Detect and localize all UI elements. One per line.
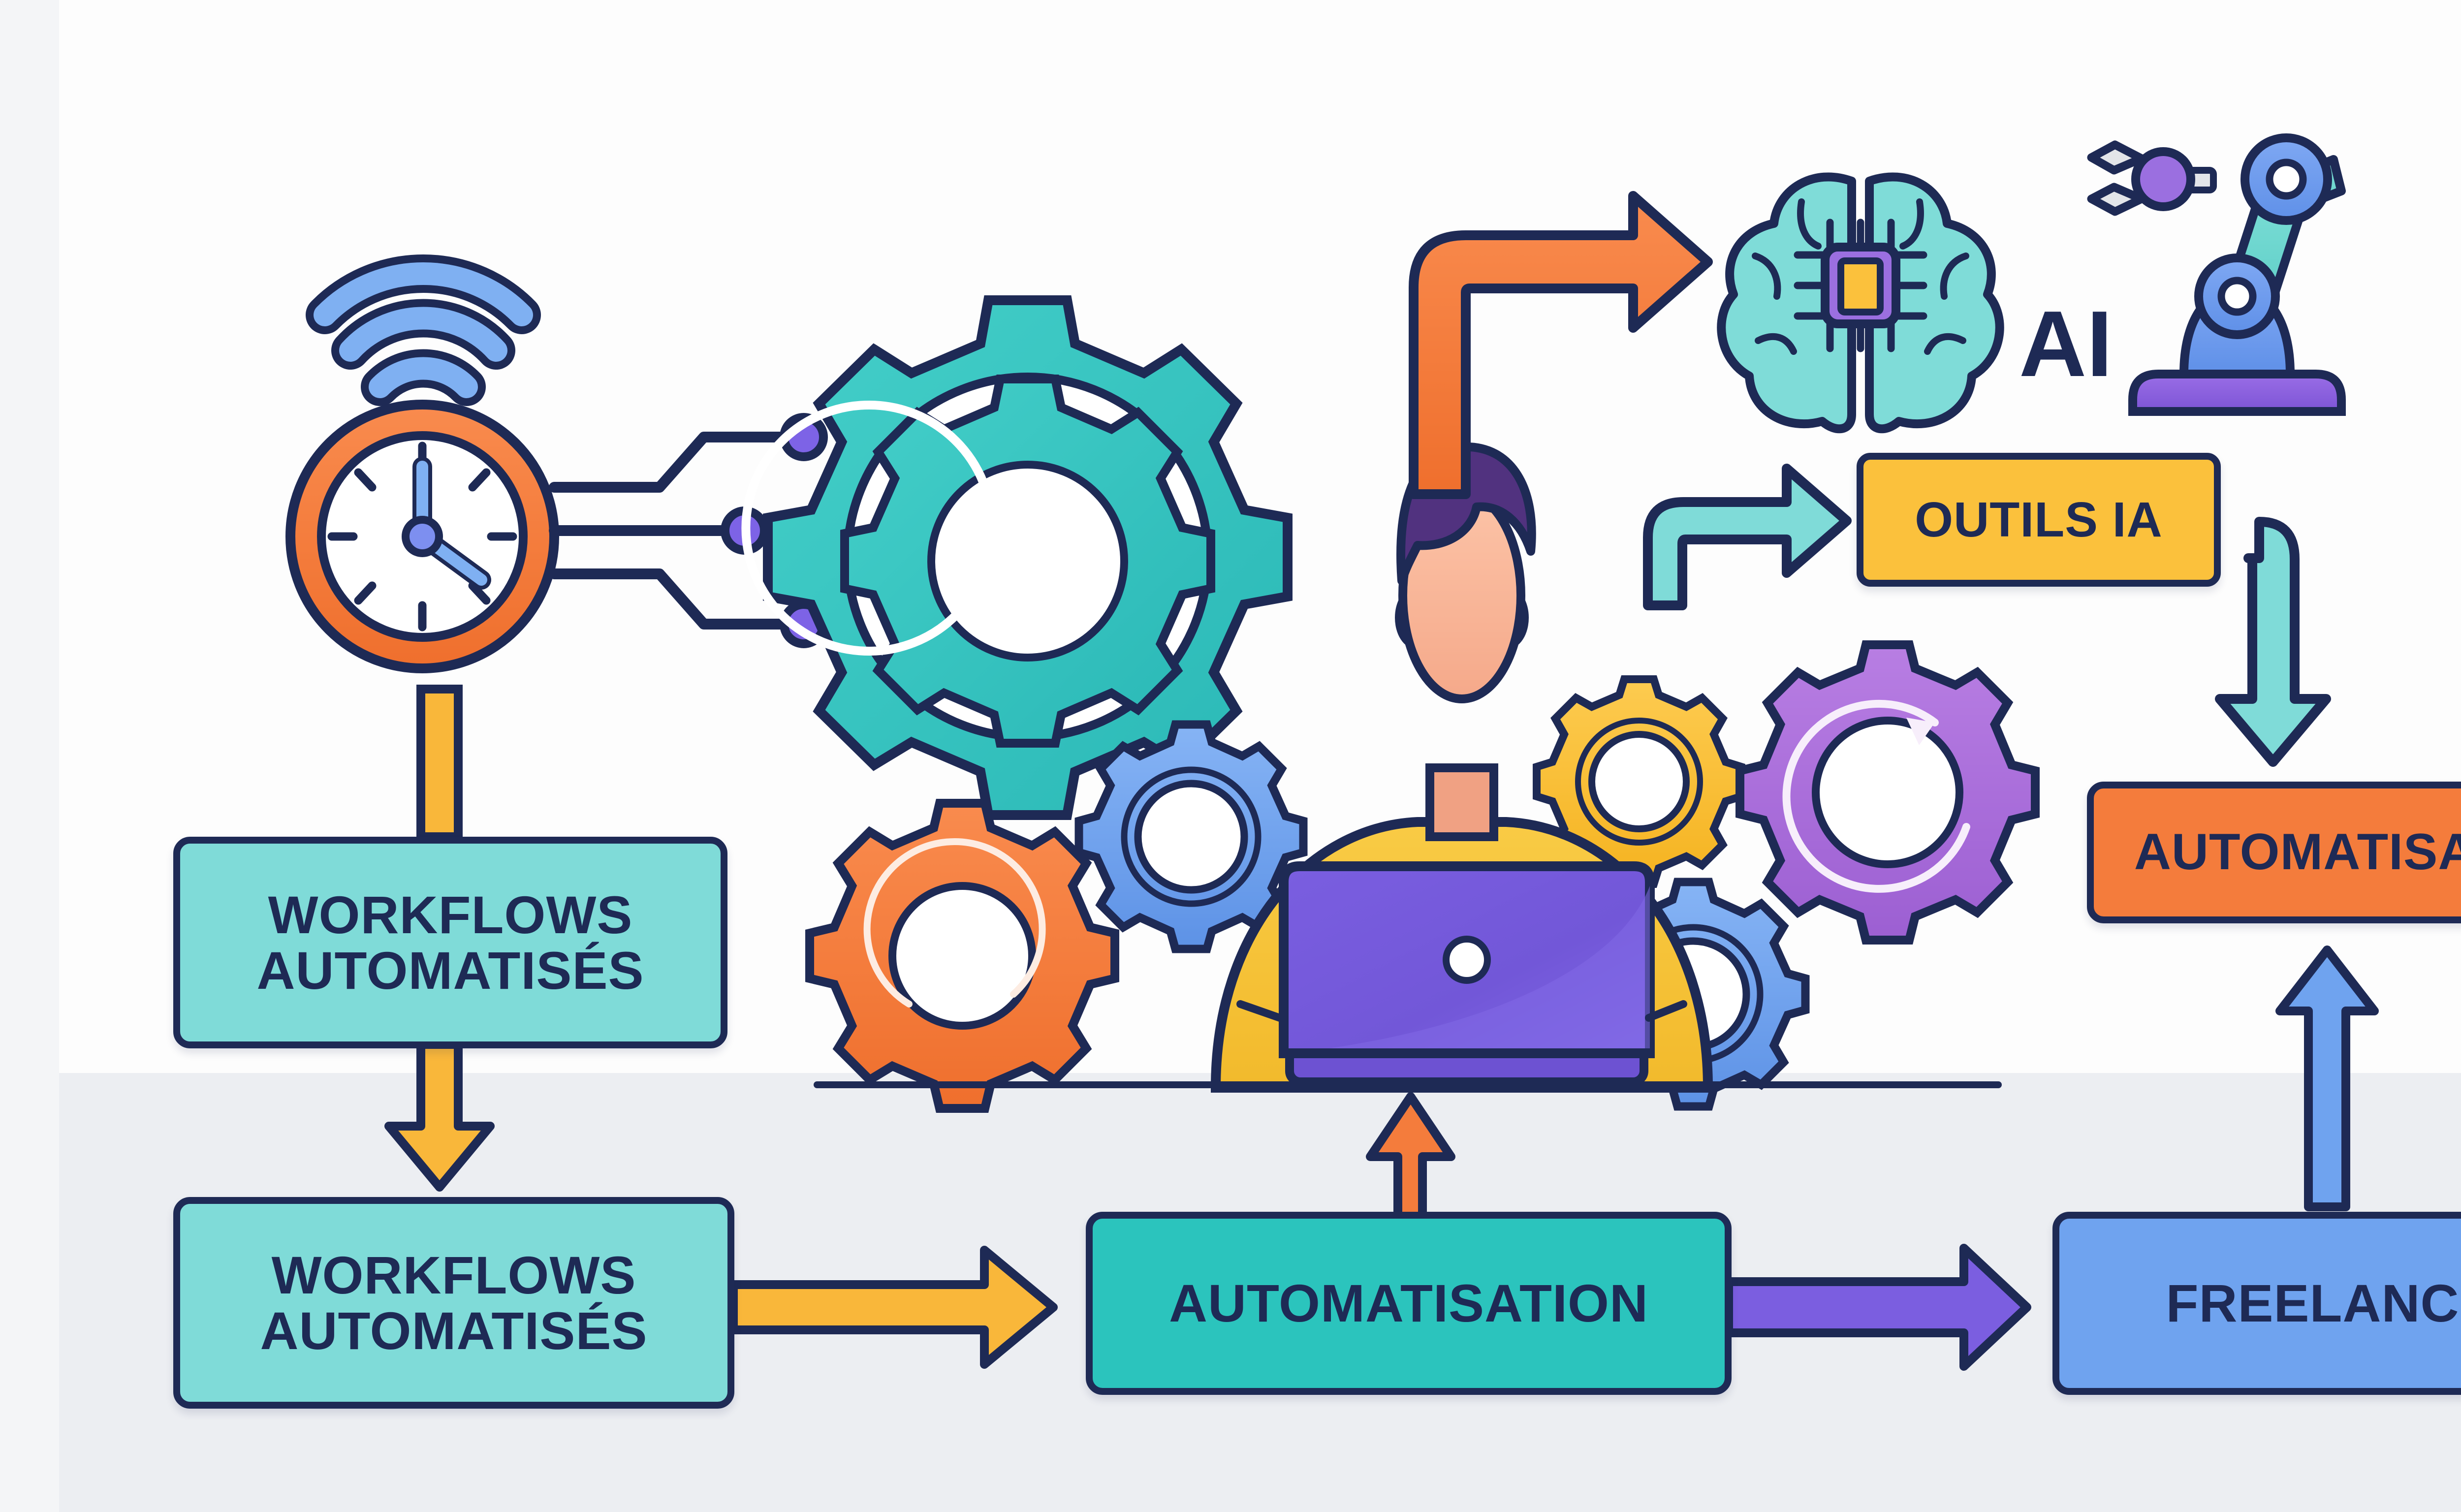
- box-label: WORKFLOWS AUTOMATISÉS: [256, 884, 644, 1000]
- box-automatisation-right[interactable]: AUTOMATISATION: [2087, 782, 2461, 923]
- box-label: AUTOMATISATION: [1169, 1273, 1648, 1333]
- box-label: OUTILS IA: [1915, 492, 2163, 547]
- box-automatisation-bottom[interactable]: AUTOMATISATION: [1086, 1212, 1732, 1395]
- ai-label: AI: [2019, 292, 2113, 396]
- box-outils-ia[interactable]: OUTILS IA: [1857, 453, 2221, 587]
- box-label: AUTOMATISATION: [2134, 823, 2461, 881]
- box-label: FREELANCE: [2166, 1273, 2461, 1333]
- box-workflows-automatises-lower[interactable]: WORKFLOWS AUTOMATISÉS: [173, 1197, 734, 1409]
- box-label: WORKFLOWS AUTOMATISÉS: [260, 1245, 648, 1360]
- box-workflows-automatises-upper[interactable]: WORKFLOWS AUTOMATISÉS: [173, 837, 727, 1048]
- background-left-strip: [0, 0, 59, 1512]
- box-freelance[interactable]: FREELANCE: [2052, 1212, 2461, 1395]
